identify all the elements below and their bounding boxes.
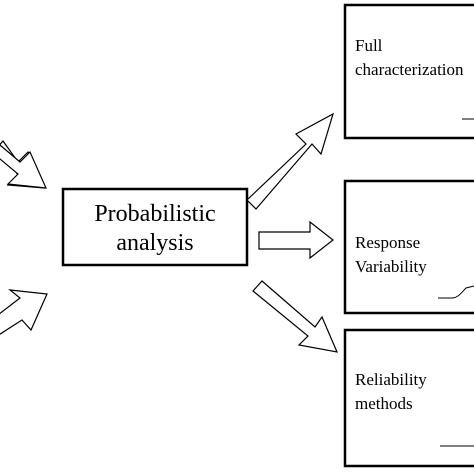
output-2-mini-graph [438, 285, 474, 299]
input-arrow-bottom-outline [0, 289, 48, 335]
output-label-1-line2: characterization [355, 60, 464, 79]
center-label-line1: Probabilistic [94, 201, 215, 227]
output-box-response-variability [343, 179, 474, 315]
input-arrow-top-outline [0, 144, 47, 189]
arrow-to-full-characterization [246, 112, 334, 210]
output-label-3-line1: Reliability [355, 370, 427, 389]
output-box-reliability-methods [343, 328, 474, 468]
center-box [61, 187, 249, 267]
output-label-1-line1: Full [355, 36, 383, 55]
center-label-line2: analysis [116, 230, 193, 256]
output-box-full-characterization [343, 3, 474, 140]
output-label-2-line2: Variability [355, 257, 427, 276]
arrow-to-response-variability [258, 220, 334, 260]
output-label-2-line1: Response [355, 233, 420, 252]
output-label-3-line2: methods [355, 394, 413, 413]
arrow-to-reliability-methods [252, 280, 338, 353]
